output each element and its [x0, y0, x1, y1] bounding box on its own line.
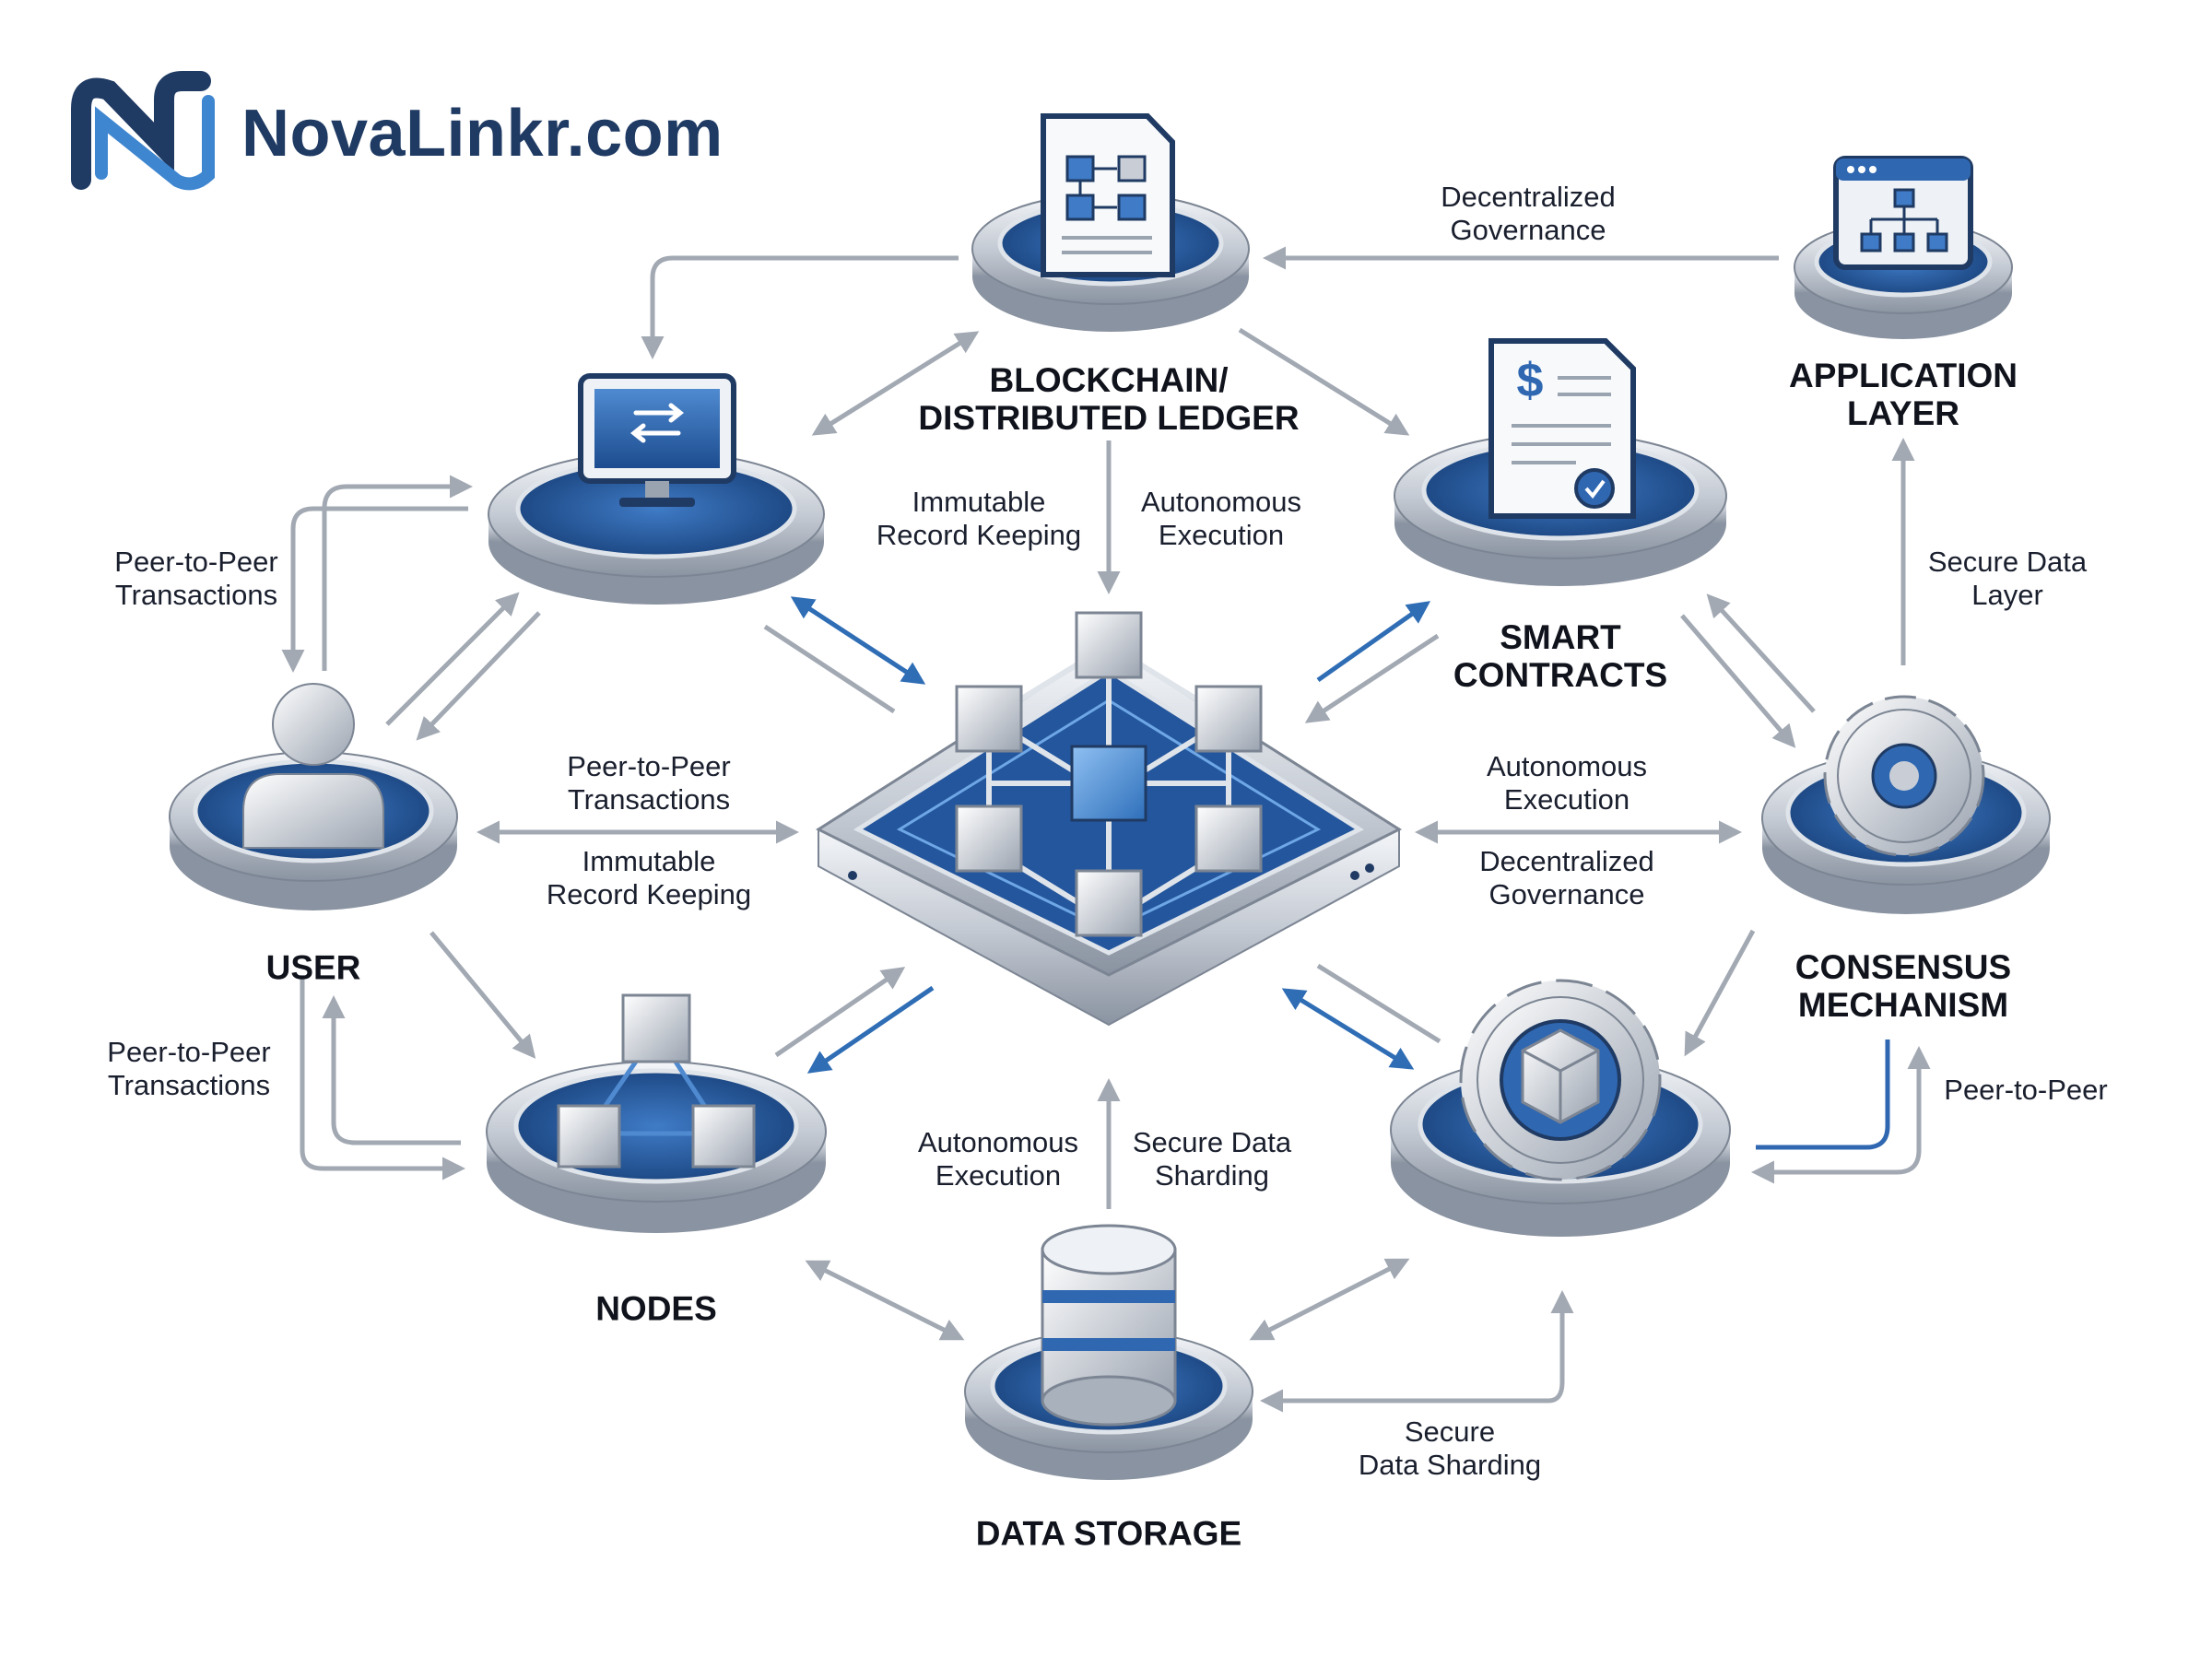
app-window-icon [1833, 156, 1973, 270]
ledger-document-icon [1041, 113, 1175, 277]
data-storage-node[interactable] [964, 1224, 1253, 1480]
edge-label-autonomous-right: Autonomous Execution [1486, 750, 1648, 816]
consensus-node[interactable] [1761, 695, 2051, 914]
edge-label-secure-data-layer: Secure Data Layer [1927, 546, 2088, 611]
application-layer-node[interactable] [1794, 156, 2013, 339]
blockchain-core-node[interactable] [815, 611, 1403, 1027]
nodes-node[interactable] [486, 993, 827, 1233]
smart-contracts-label: SMART CONTRACTS [1453, 618, 1668, 694]
edge-label-autonomous-top: Autonomous Execution [1140, 486, 1302, 551]
edge-label-immutable-center: Immutable Record Keeping [546, 845, 752, 910]
edge-label-governance-right: Decentralized Governance [1479, 845, 1654, 910]
edge-label-ptp-left-bottom: Peer-to-Peer Transactions [107, 1036, 271, 1101]
edge-label-governance-top: Decentralized Governance [1441, 181, 1616, 246]
workstation-node[interactable] [488, 373, 825, 605]
edge-label-ptp-center: Peer-to-Peer Transactions [567, 750, 731, 816]
user-icon [242, 683, 384, 849]
smart-contracts-node[interactable]: $ [1394, 338, 1727, 586]
gear-icon [1823, 695, 1985, 857]
database-icon [1041, 1224, 1177, 1427]
user-label: USER [265, 948, 361, 987]
edge-label-ptp-left-top: Peer-to-Peer Transactions [114, 546, 278, 611]
nodes-icon [557, 993, 756, 1169]
edge-label-sharding-lower: Secure Data Sharding [1358, 1415, 1542, 1481]
brand-logo-icon[interactable] [71, 71, 215, 191]
user-node[interactable] [169, 683, 458, 910]
ledger-label: BLOCKCHAIN/ DISTRIBUTED LEDGER [918, 361, 1300, 437]
connectors [281, 246, 1931, 1413]
edge-label-peer-to-peer-right: Peer-to-Peer [1944, 1074, 2108, 1106]
consensus-label: CONSENSUS MECHANISM [1794, 948, 2012, 1024]
application-layer-label: APPLICATION LAYER [1788, 357, 2018, 432]
blockchain-cubes-icon [955, 611, 1263, 937]
edge-label-sharding-bottom: Secure Data Sharding [1132, 1126, 1292, 1192]
validator-node[interactable] [1390, 979, 1731, 1237]
edge-label-immutable-top: Immutable Record Keeping [876, 486, 1082, 551]
computer-icon [578, 373, 736, 507]
gear-cube-icon [1459, 979, 1662, 1181]
brand-name[interactable]: NovaLinkr.com [241, 97, 724, 170]
edge-label-autonomous-bottom: Autonomous Execution [917, 1126, 1079, 1192]
contract-icon: $ [1488, 338, 1636, 519]
svg-text:$: $ [1517, 354, 1544, 407]
data-storage-label: DATA STORAGE [975, 1514, 1242, 1553]
ledger-node[interactable] [971, 113, 1250, 332]
nodes-label: NODES [595, 1289, 717, 1328]
